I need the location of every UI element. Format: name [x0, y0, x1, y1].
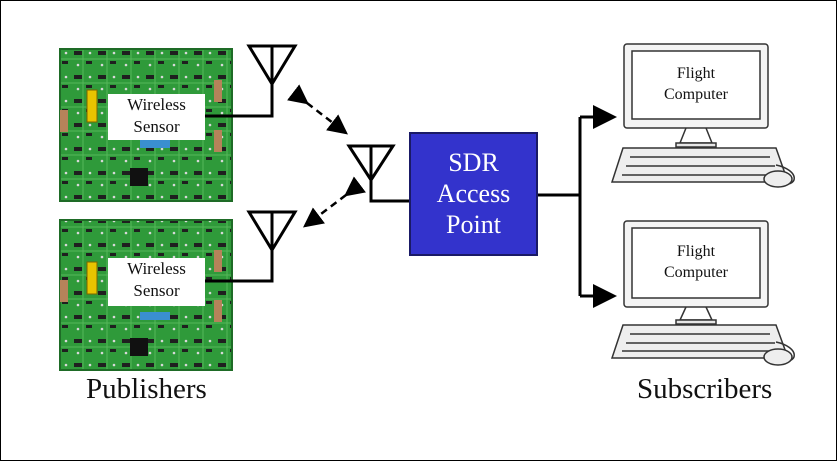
wireless-link-bottom [303, 176, 366, 228]
sdr-line-2: Access [436, 179, 511, 208]
flight-computer-label-bottom: Flight Computer [634, 241, 758, 283]
label-line-2: Computer [664, 86, 728, 103]
label-line-1: Wireless [127, 259, 186, 278]
antenna-icon-bottom [205, 210, 298, 283]
computer-icon-bottom [610, 220, 795, 366]
label-line-2: Sensor [133, 117, 180, 136]
sdr-line-3: Point [446, 210, 501, 239]
label-line-2: Sensor [133, 281, 180, 300]
subscribers-caption: Subscribers [637, 373, 773, 405]
publishers-caption: Publishers [86, 373, 207, 405]
sdr-access-point-box: SDR Access Point [409, 132, 538, 256]
wireless-sensor-label-bottom: Wireless Sensor [108, 258, 205, 306]
wired-connection [538, 105, 617, 308]
sdr-line-1: SDR [448, 148, 499, 177]
label-line-1: Wireless [127, 95, 186, 114]
wireless-sensor-label-top: Wireless Sensor [108, 94, 205, 140]
label-line-1: Flight [676, 243, 716, 260]
computer-icon-top [610, 43, 795, 188]
label-line-2: Computer [664, 264, 728, 281]
antenna-icon-top [205, 44, 298, 118]
flight-computer-label-top: Flight Computer [634, 63, 758, 105]
wireless-link-top [287, 84, 348, 135]
label-line-1: Flight [676, 65, 716, 82]
antenna-icon-access-point [346, 144, 409, 203]
